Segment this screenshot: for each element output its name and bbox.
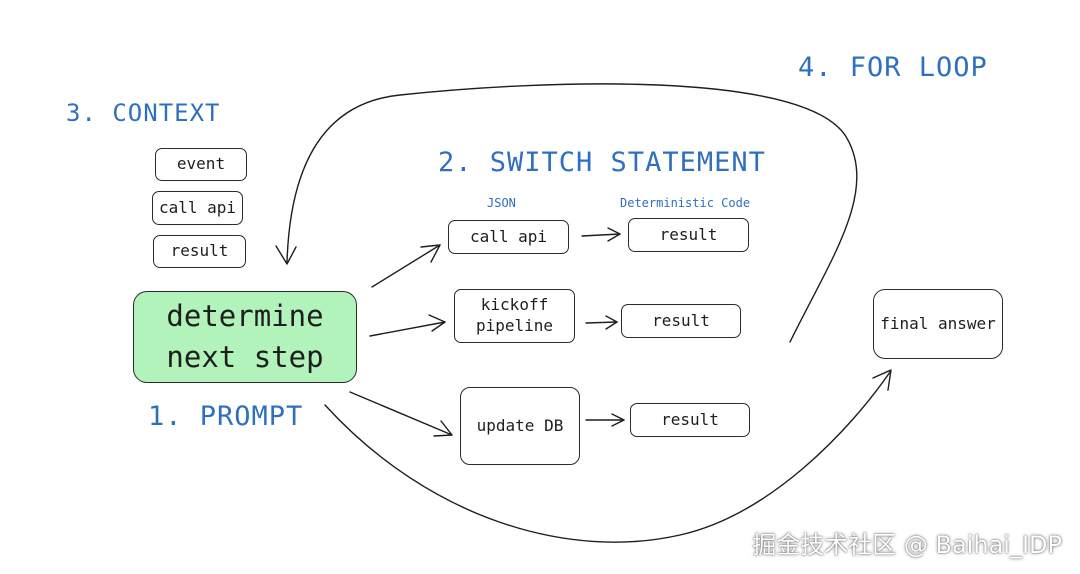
prompt-heading: 1. PROMPT <box>148 401 304 432</box>
result-kickoff: result <box>621 304 741 338</box>
kickoff-line-1: kickoff <box>480 295 549 315</box>
answer-arrowhead <box>872 369 892 391</box>
arrow-to-call-api <box>371 244 441 288</box>
watermark: 掘金技术社区 @ Baihai_IDP <box>752 531 1062 559</box>
switch-item-update-db: update DB <box>460 387 580 465</box>
switch-item-call-api: call api <box>448 220 569 254</box>
context-item-event: event <box>155 148 247 181</box>
arrow-kickoff-result <box>585 321 618 324</box>
result-call-api: result <box>628 218 749 252</box>
context-item-call-api: call api <box>152 191 243 225</box>
switch-item-kickoff-pipeline: kickoff pipeline <box>454 289 575 343</box>
final-answer-box: final answer <box>873 289 1003 359</box>
kickoff-line-2: pipeline <box>475 316 554 335</box>
main-line-1: determine <box>166 299 324 334</box>
result-update-db: result <box>630 403 750 437</box>
switch-statement-heading: 2. SWITCH STATEMENT <box>438 147 766 178</box>
arrow-to-kickoff <box>369 321 446 337</box>
determine-next-step-box: determine next step <box>133 291 357 383</box>
deterministic-code-label: Deterministic Code <box>620 196 751 210</box>
answer-curve <box>324 371 891 543</box>
main-line-2: next step <box>166 340 324 374</box>
arrow-call-api-result <box>581 233 621 237</box>
loop-curve <box>286 83 858 343</box>
loop-arrowhead <box>275 245 297 265</box>
for-loop-heading: 4. FOR LOOP <box>798 52 988 83</box>
arrow-to-update-db <box>349 391 453 436</box>
context-item-result: result <box>153 235 246 268</box>
context-heading: 3. CONTEXT <box>66 99 221 127</box>
json-label: JSON <box>487 196 516 210</box>
